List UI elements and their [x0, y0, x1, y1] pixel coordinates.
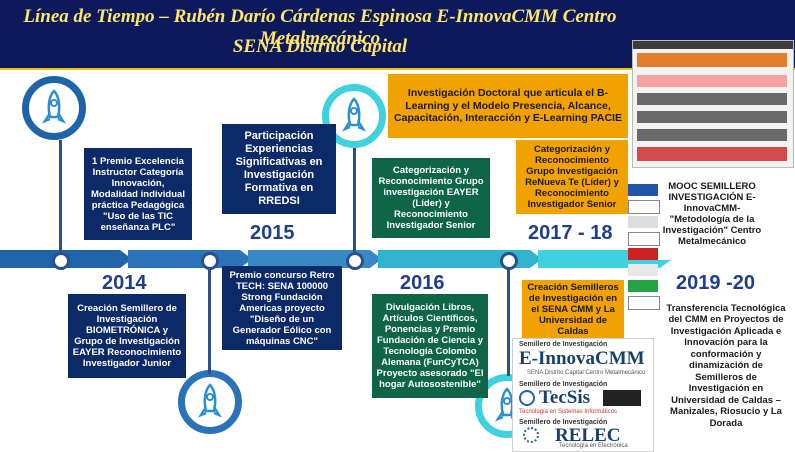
tecsis-emblem-icon — [519, 390, 535, 406]
milestone-2017-doctoral: Investigación Doctoral que articula el B… — [388, 74, 628, 138]
milestone-2015-bottom: Premio concurso Retro TECH: SENA 100000 … — [222, 266, 342, 350]
title-line-2: SENA Distrito Capital — [232, 36, 408, 57]
logo-1-label: Semillero de Investigación — [519, 341, 608, 348]
milestone-2014-bottom: Creación Semillero de Investigación BIOM… — [68, 294, 186, 378]
milestone-2014-top: 1 Premio Excelencia Instructor Categoría… — [84, 148, 192, 240]
logo-3-sub: Tecnología en Electrónica — [559, 443, 628, 449]
stem-2014 — [59, 140, 62, 252]
mooc-screenshot — [632, 40, 794, 168]
logo-1-sub: SENA Distrito Capital Centro Metalmecáni… — [527, 370, 646, 376]
milestone-2015-top: Participación Experiencias Significativa… — [222, 124, 336, 214]
year-2014: 2014 — [102, 272, 147, 294]
logo-tecsis: TecSis — [539, 387, 591, 408]
rocket-icon — [197, 383, 223, 418]
tecsis-badge-icon — [603, 390, 641, 406]
title-banner: Línea de Tiempo – Rubén Darío Cárdenas E… — [0, 0, 795, 70]
year-2016: 2016 — [400, 272, 445, 294]
title-line-1: Línea de Tiempo – Rubén Darío Cárdenas E… — [23, 6, 617, 49]
ribbon-segment-2015 — [128, 250, 252, 268]
milestone-circle-2014 — [22, 76, 86, 140]
node-2017 — [500, 252, 518, 270]
relec-emblem-icon — [523, 427, 539, 443]
milestone-2017-categorization: Categorización y Reconocimiento Grupo In… — [516, 140, 628, 214]
milestone-2016-bottom: Divulgación Libros, Artículos Científico… — [372, 294, 488, 398]
milestone-2016-top: Categorización y Reconocimiento Grupo in… — [372, 158, 490, 238]
logo-relec: RELEC — [555, 425, 621, 446]
milestone-2019-transfer: Transferencia Tecnológica del CMM en Pro… — [660, 298, 792, 434]
node-2015 — [201, 252, 219, 270]
stem-2017 — [507, 268, 510, 376]
year-2019-20: 2019 -20 — [676, 272, 755, 294]
rocket-icon — [341, 97, 367, 132]
logo-2-sub: Tecnología en Sistemas Informáticos — [519, 409, 618, 415]
stem-2016 — [353, 148, 356, 252]
stem-2015 — [208, 268, 211, 374]
node-2016 — [346, 252, 364, 270]
social-icons-column — [628, 184, 660, 310]
milestone-2019-mooc: MOOC SEMILLERO INVESTIGACIÓN E-InnovaCMM… — [658, 168, 766, 260]
logo-3-label: Semillero de Investigación — [519, 419, 608, 426]
rocket-icon — [41, 89, 67, 124]
semillero-logos: Semillero de Investigación E-InnovaCMM S… — [512, 338, 654, 452]
node-2014 — [52, 252, 70, 270]
logo-einnovacmm: E-InnovaCMM — [519, 348, 645, 369]
year-2015: 2015 — [250, 222, 295, 244]
milestone-circle-2015 — [178, 370, 242, 434]
logo-2-label: Semillero de Investigación — [519, 381, 608, 388]
milestone-2017-semilleros: Creación Semilleros de Investigación en … — [522, 280, 624, 338]
year-2017-18: 2017 - 18 — [528, 222, 613, 244]
